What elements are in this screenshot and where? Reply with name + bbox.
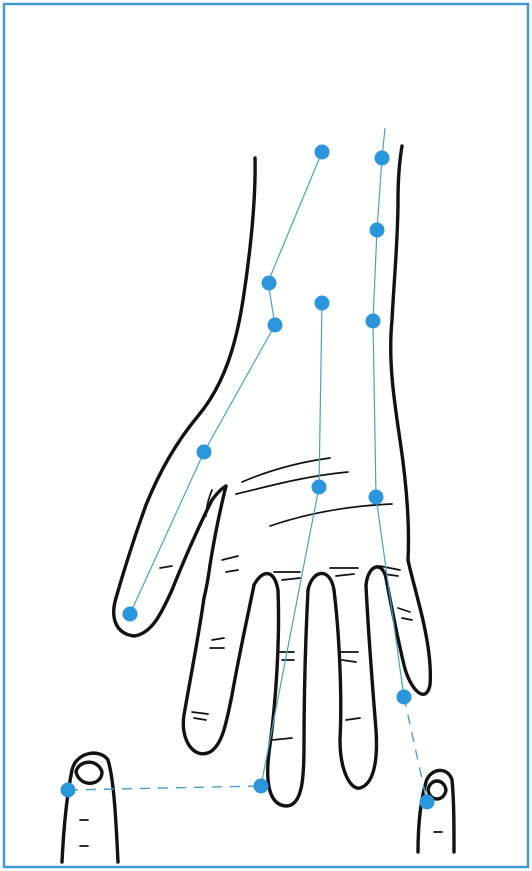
finger-outline-index [183, 585, 254, 754]
finger-outline-ring [308, 573, 376, 788]
acupoints [61, 145, 435, 810]
point-little-finger-tip [397, 690, 412, 705]
meridian-link-left-finger [68, 786, 261, 790]
point-radial-upper [262, 276, 277, 291]
diagram-border [4, 4, 528, 867]
point-thumb-base [197, 445, 212, 460]
point-center-upper [315, 296, 330, 311]
meridian-line-middle [261, 302, 322, 786]
point-wrist-radial [315, 145, 330, 160]
point-left-finger-nail [61, 783, 76, 798]
finger-outline-little [366, 560, 430, 694]
point-palm-center [312, 480, 327, 495]
hand-outline-right [391, 146, 409, 560]
detached-finger-right [418, 770, 454, 852]
point-ulnar-mid [366, 314, 381, 329]
point-right-finger-nail [420, 795, 435, 810]
hand-outline-left [114, 158, 255, 636]
point-wrist-ulnar [375, 151, 390, 166]
point-ulnar-lower [369, 490, 384, 505]
meridian-line-thumb-side [130, 152, 322, 614]
point-radial-mid [268, 318, 283, 333]
point-thumb-tip [123, 607, 138, 622]
point-ulnar-upper [370, 223, 385, 238]
meridian-link-right-finger [404, 697, 427, 802]
detached-finger-left [62, 753, 118, 862]
point-middle-finger-tip [254, 779, 269, 794]
finger-outline-middle [254, 574, 308, 806]
